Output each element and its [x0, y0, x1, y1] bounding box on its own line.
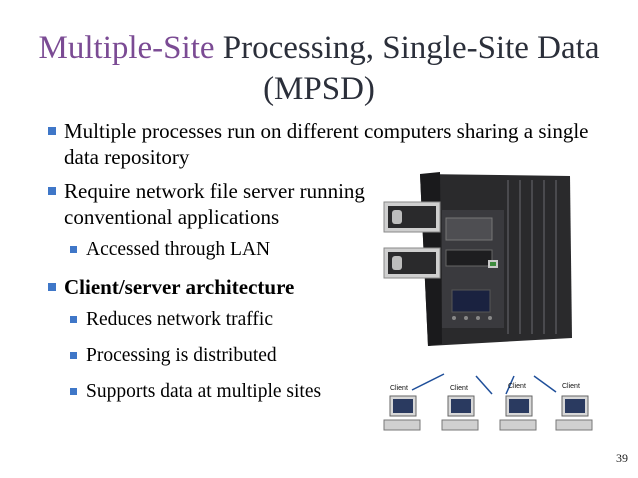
- bullet-text: Client/server architecture: [64, 275, 295, 299]
- bullet-text: Reduces network traffic: [86, 309, 273, 330]
- computer-icon: [441, 395, 479, 431]
- bullet-list: Multiple processes run on different comp…: [46, 118, 606, 416]
- client-label: Client: [450, 385, 468, 392]
- title-rest: Processing, Single-Site Data (MPSD): [214, 30, 600, 107]
- slide-title: Multiple-Site Processing, Single-Site Da…: [20, 28, 618, 110]
- computer-icon: [555, 395, 593, 431]
- bullet-text: Accessed through LAN: [86, 239, 271, 260]
- sub-bullet-item: Reduces network traffic: [46, 308, 606, 332]
- bullet-marker-icon: [48, 283, 56, 291]
- bullet-item: Multiple processes run on different comp…: [46, 118, 606, 170]
- computer-icon: [499, 395, 537, 431]
- bullet-text: Multiple processes run on different comp…: [64, 119, 589, 169]
- bullet-item: Client/server architecture: [46, 274, 606, 300]
- bullet-text: Processing is distributed: [86, 345, 277, 366]
- bullet-marker-icon: [48, 187, 56, 195]
- client-label: Client: [508, 383, 526, 390]
- computer-icon: [383, 395, 421, 431]
- title-accent: Multiple-Site: [38, 30, 215, 66]
- bullet-marker-icon: [70, 246, 77, 253]
- server-image: [383, 172, 572, 346]
- bullet-marker-icon: [70, 352, 77, 359]
- client-label: Client: [562, 383, 580, 390]
- bullet-marker-icon: [70, 316, 77, 323]
- bullet-item: Require network file server running conv…: [46, 178, 414, 230]
- sub-bullet-item: Supports data at multiple sites: [46, 380, 606, 404]
- client-network-diagram: Client Client Client Client: [383, 373, 593, 431]
- bullet-marker-icon: [70, 388, 77, 395]
- bullet-text: Supports data at multiple sites: [86, 381, 322, 402]
- bullet-text: Require network file server running conv…: [64, 179, 365, 229]
- sub-bullet-item: Accessed through LAN: [46, 238, 606, 262]
- page-number: 39: [616, 451, 628, 465]
- client-label: Client: [390, 385, 408, 392]
- sub-bullet-item: Processing is distributed: [46, 344, 606, 368]
- bullet-marker-icon: [48, 127, 56, 135]
